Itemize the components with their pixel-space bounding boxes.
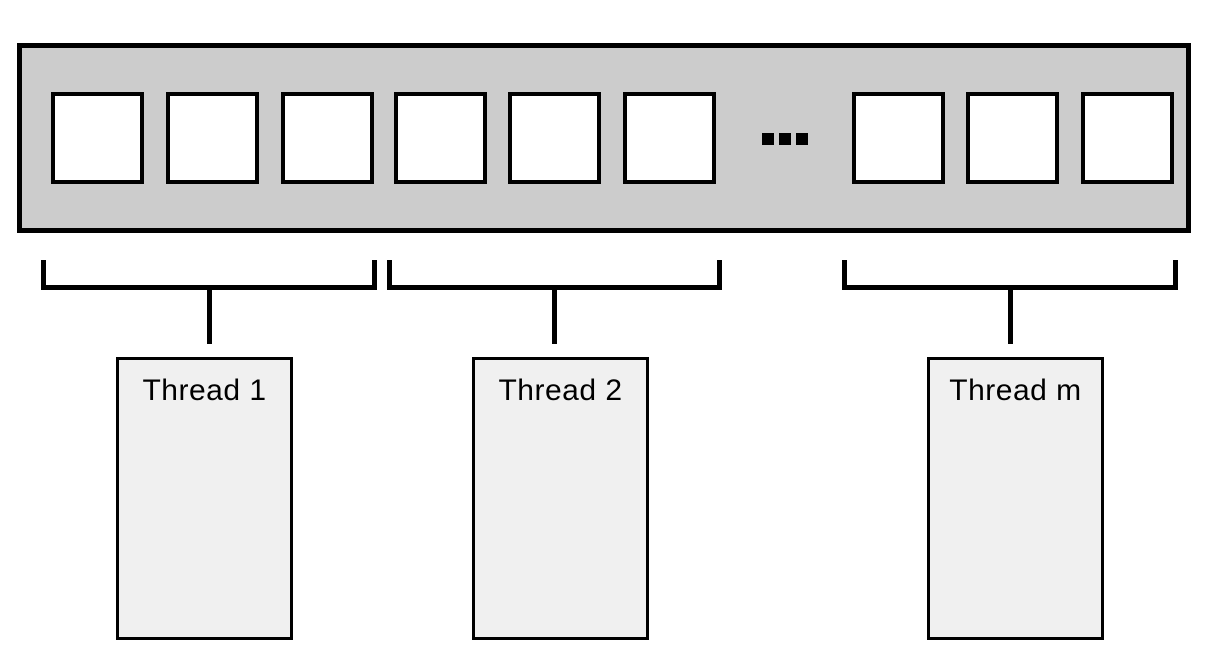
group-bracket-thread-m — [842, 260, 1178, 290]
thread-box-m: Thread m — [927, 357, 1104, 640]
buffer-cell — [623, 92, 716, 184]
ellipsis-dot — [779, 133, 791, 145]
buffer-cell — [281, 92, 374, 184]
ellipsis-dot — [796, 133, 808, 145]
connector-line-thread-m — [1008, 288, 1013, 344]
group-bracket-thread-2 — [387, 260, 722, 290]
connector-line-thread-1 — [207, 288, 212, 344]
buffer-cell — [852, 92, 945, 184]
thread-box-1: Thread 1 — [116, 357, 293, 640]
buffer-cell — [394, 92, 487, 184]
connector-line-thread-2 — [552, 288, 557, 344]
buffer-bar — [17, 43, 1191, 233]
buffer-cell — [966, 92, 1059, 184]
buffer-cell — [508, 92, 601, 184]
thread-box-2: Thread 2 — [472, 357, 649, 640]
thread-label: Thread 1 — [142, 374, 267, 407]
buffer-cell — [166, 92, 259, 184]
buffer-cell — [1081, 92, 1174, 184]
thread-label: Thread m — [949, 374, 1082, 407]
ellipsis-icon — [762, 133, 808, 145]
thread-label: Thread 2 — [498, 374, 623, 407]
ellipsis-dot — [762, 133, 774, 145]
group-bracket-thread-1 — [41, 260, 377, 290]
buffer-cell — [51, 92, 144, 184]
